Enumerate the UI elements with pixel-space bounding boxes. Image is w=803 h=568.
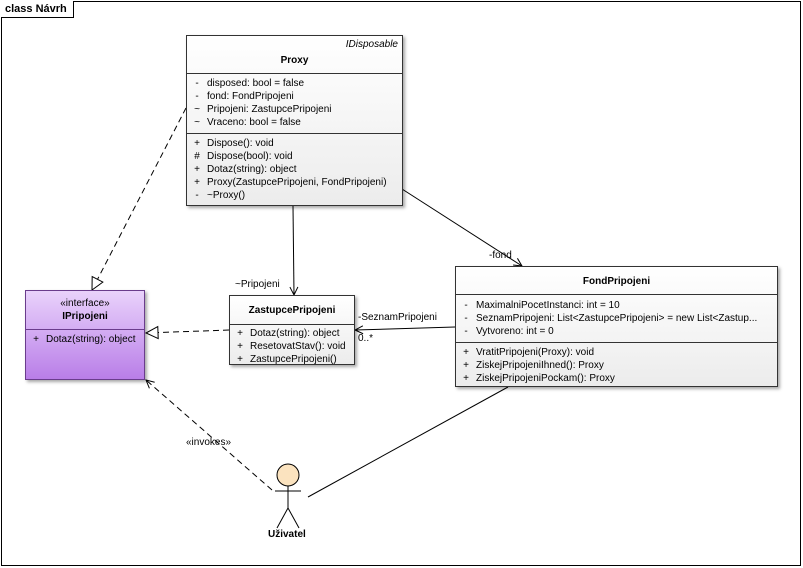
proxy-operation: #Dispose(bool): void <box>194 151 293 162</box>
fond-operation: +ZiskejPripojeniPockam(): Proxy <box>463 373 615 384</box>
proxy-operations: +Dispose(): void #Dispose(bool): void +D… <box>187 133 402 206</box>
zastupce-operation: +ResetovatStav(): void <box>237 341 346 352</box>
frame-title: class Návrh <box>1 1 74 18</box>
interface-ipripojeni[interactable]: «interface» IPripojeni +Dotaz(string): o… <box>25 290 145 380</box>
actor-name: Uživatel <box>268 529 306 540</box>
actor-head <box>276 463 300 487</box>
seznam-association-edge <box>355 327 456 330</box>
proxy-operation: +Proxy(ZastupcePripojeni, FondPripojeni) <box>194 177 387 188</box>
fond-role-label: -fond <box>489 250 512 261</box>
proxy-operation: +Dispose(): void <box>194 138 274 149</box>
zastupce-operation: +Dotaz(string): object <box>237 328 340 339</box>
proxy-attribute: ~Vraceno: bool = false <box>194 117 301 128</box>
fond-attribute: -SeznamPripojeni: List<ZastupcePripojeni… <box>464 313 758 324</box>
class-proxy[interactable]: IDisposable Proxy -disposed: bool = fals… <box>186 35 403 206</box>
class-fond-name: FondPripojeni <box>582 276 651 287</box>
proxy-attributes: -disposed: bool = false -fond: FondPripo… <box>187 73 402 133</box>
seznam-role-label: -SeznamPripojeni <box>358 312 437 323</box>
proxy-operation: +Dotaz(string): object <box>194 164 297 175</box>
invokes-dependency-edge <box>146 380 273 491</box>
actor-left-leg <box>276 507 289 529</box>
proxy-attribute: -fond: FondPripojeni <box>195 91 294 102</box>
fond-operations: +VratitPripojeni(Proxy): void +ZiskejPri… <box>456 342 777 389</box>
zastupce-realization-edge <box>146 330 230 333</box>
class-proxy-name: Proxy <box>280 55 309 66</box>
proxy-realization-edge <box>92 107 187 290</box>
proxy-interface-tag: IDisposable <box>345 39 398 50</box>
pripojeni-role-label: ~Pripojeni <box>235 279 280 290</box>
seznam-multiplicity-label: 0..* <box>358 333 374 344</box>
fond-association-edge <box>401 188 522 266</box>
class-fond-header: FondPripojeni <box>456 267 777 294</box>
interface-ipripojeni-header: «interface» IPripojeni <box>26 291 144 329</box>
class-zastupce-pripojeni[interactable]: ZastupcePripojeni +Dotaz(string): object… <box>229 295 355 365</box>
class-fond-pripojeni[interactable]: FondPripojeni -MaximalniPocetInstanci: i… <box>455 266 778 387</box>
actor-figure[interactable] <box>275 463 301 529</box>
fond-attribute: -MaximalniPocetInstanci: int = 10 <box>464 300 620 311</box>
fond-operation: +ZiskejPripojeniIhned(): Proxy <box>463 360 604 371</box>
proxy-operation: -~Proxy() <box>195 190 246 201</box>
pripojeni-association-edge <box>293 205 294 295</box>
proxy-attribute: ~Pripojeni: ZastupcePripojeni <box>194 104 332 115</box>
class-zastupce-header: ZastupcePripojeni <box>230 296 354 324</box>
interface-name: IPripojeni <box>62 311 108 322</box>
fond-attributes: -MaximalniPocetInstanci: int = 10 -Sezna… <box>456 294 777 342</box>
actor-right-leg <box>287 507 300 529</box>
interface-stereotype: «interface» <box>60 298 110 309</box>
fond-attribute: -Vytvoreno: int = 0 <box>464 326 554 337</box>
class-zastupce-name: ZastupcePripojeni <box>248 305 336 316</box>
ipripojeni-operation: +Dotaz(string): object <box>33 334 136 345</box>
actor-fond-association-edge <box>307 386 509 498</box>
proxy-attribute: -disposed: bool = false <box>195 78 305 89</box>
zastupce-operations: +Dotaz(string): object +ResetovatStav():… <box>230 324 354 370</box>
zastupce-operation: +ZastupcePripojeni() <box>237 354 337 365</box>
invokes-label: «invokes» <box>186 437 232 448</box>
fond-operation: +VratitPripojeni(Proxy): void <box>463 347 595 358</box>
ipripojeni-operations: +Dotaz(string): object <box>26 329 144 350</box>
class-proxy-header: IDisposable Proxy <box>187 36 402 73</box>
